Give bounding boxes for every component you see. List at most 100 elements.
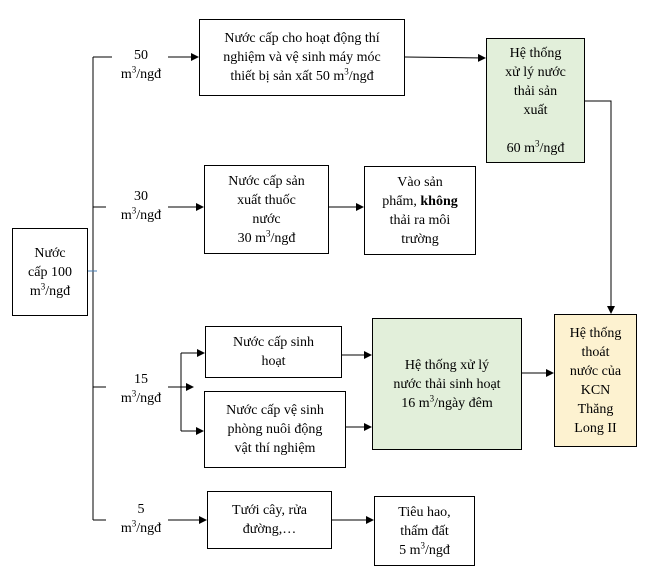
superscript: 3	[131, 64, 137, 75]
text-line: nước	[252, 210, 280, 229]
text-segment: Thăng	[577, 401, 614, 417]
text-line: Long II	[574, 419, 616, 438]
superscript: 3	[429, 392, 435, 403]
text-segment: nước của	[569, 363, 622, 379]
text-segment: /ngđ	[136, 521, 162, 536]
text-line: xuất thuốc	[237, 191, 296, 210]
lab-water-box: Nước cấp cho hoạt động thí nghiệm và vệ s…	[199, 19, 405, 96]
superscript: 3	[131, 518, 137, 529]
text-segment: /ngđ	[348, 69, 374, 84]
text-line: Hệ thống	[570, 324, 622, 343]
text-line: thải sản	[514, 82, 557, 101]
text-segment: Long II	[574, 420, 617, 436]
text-line: Hệ thống xử lý	[405, 356, 489, 375]
text-segment: 15	[134, 372, 148, 387]
text-segment: Hệ thống xử lý	[404, 357, 490, 373]
text-line: 60 m3/ngđ	[506, 137, 565, 158]
text-line: Nước cấp sản	[228, 172, 304, 191]
text-segment: Nước cấp vệ sinh	[226, 403, 324, 418]
text-segment: Hệ thống	[509, 45, 562, 61]
bold-text: không	[420, 193, 458, 209]
text-line: thoát	[582, 343, 610, 362]
text-line: m3/ngđ	[112, 206, 170, 225]
text-segment: Vào sản	[397, 174, 443, 190]
text-segment: /ngđ	[270, 230, 296, 246]
text-line: nước thải sinh hoạt	[393, 375, 500, 394]
text-line: Tưới cây, rửa	[232, 501, 307, 520]
text-line: trường	[401, 230, 439, 249]
text-segment: /ngđ	[539, 140, 565, 156]
text-segment: nghiệm và vệ sinh máy móc	[223, 50, 381, 65]
text-segment: m	[120, 391, 132, 406]
branch-label-30: 30 m3/ngđ	[112, 187, 170, 225]
text-segment: m	[29, 283, 41, 299]
text-segment: Nước	[34, 245, 66, 261]
text-segment: Tiêu hao,	[398, 504, 451, 520]
text-segment: 5	[137, 502, 145, 517]
superscript: 3	[420, 539, 426, 550]
text-segment: /ngày đêm	[434, 395, 493, 411]
arrow-production-to-kcn	[585, 100, 615, 314]
branch-label-5: 5 m3/ngđ	[112, 500, 170, 538]
text-line: Nước cấp sinh	[233, 333, 314, 352]
text-segment: thoát	[581, 344, 610, 360]
text-segment: trường	[401, 231, 439, 247]
text-segment: vật thí nghiệm	[234, 441, 316, 456]
text-line: Hệ thống	[510, 44, 562, 63]
text-segment: /ngđ	[45, 283, 71, 299]
text-segment: xuất thuốc	[237, 192, 296, 208]
text-line: 15	[112, 370, 170, 389]
text-line: thải ra môi	[390, 211, 451, 230]
text-line: 30 m3/ngđ	[237, 228, 296, 248]
text-segment: hoạt	[261, 354, 286, 369]
text-segment: xử lý nước	[505, 64, 566, 80]
text-segment: m	[120, 208, 132, 223]
text-segment: 30	[134, 189, 148, 204]
text-segment: /ngđ	[136, 391, 162, 406]
text-segment: Nước cấp sản	[228, 173, 305, 189]
branch-label-50: 50 m3/ngđ	[112, 46, 170, 84]
text-segment: thải ra môi	[389, 212, 451, 228]
superscript: 3	[40, 280, 46, 291]
text-segment: 60 m	[506, 140, 535, 156]
text-line: Thăng	[578, 400, 614, 419]
superscript: 3	[535, 137, 540, 148]
text-line: m3/ngđ	[112, 519, 170, 538]
text-line: 50	[112, 46, 170, 65]
animal-room-water-box: Nước cấp vệ sinh phòng nuôi động vật thí n…	[204, 391, 346, 468]
text-segment: thải sản	[513, 83, 558, 99]
text-segment: phẩm,	[382, 193, 421, 209]
text-line: Nước cấp cho hoạt động thí	[224, 29, 379, 48]
text-segment: /ngđ	[425, 542, 450, 558]
text-line: nước của	[570, 362, 621, 381]
text-segment: nước	[252, 211, 281, 227]
text-line: phẩm, không	[382, 192, 457, 211]
text-segment: 16 m	[401, 395, 430, 411]
text-line: m3/ngđ	[112, 65, 170, 84]
text-line: 16 m3/ngày đêm	[401, 392, 493, 413]
text-line: xử lý nước	[505, 63, 566, 82]
text-segment: cấp 100	[28, 264, 72, 280]
text-segment: xuất	[523, 102, 548, 118]
text-line: phòng nuôi động	[228, 420, 323, 439]
text-line: xuất	[523, 101, 547, 120]
text-segment: 30 m	[237, 230, 266, 246]
text-segment: m	[120, 67, 132, 82]
text-segment: Tưới cây, rửa	[232, 503, 307, 518]
text-segment: Hệ thống	[569, 325, 622, 341]
text-line: Nước	[34, 244, 65, 263]
text-segment: nước thải sinh hoạt	[393, 376, 501, 392]
text-segment: 50	[134, 48, 148, 63]
text-line: KCN	[581, 381, 611, 400]
text-line: thấm đất	[400, 522, 449, 541]
text-segment: Nước cấp cho hoạt động thí	[224, 31, 380, 46]
text-line: m3/ngđ	[29, 280, 71, 301]
